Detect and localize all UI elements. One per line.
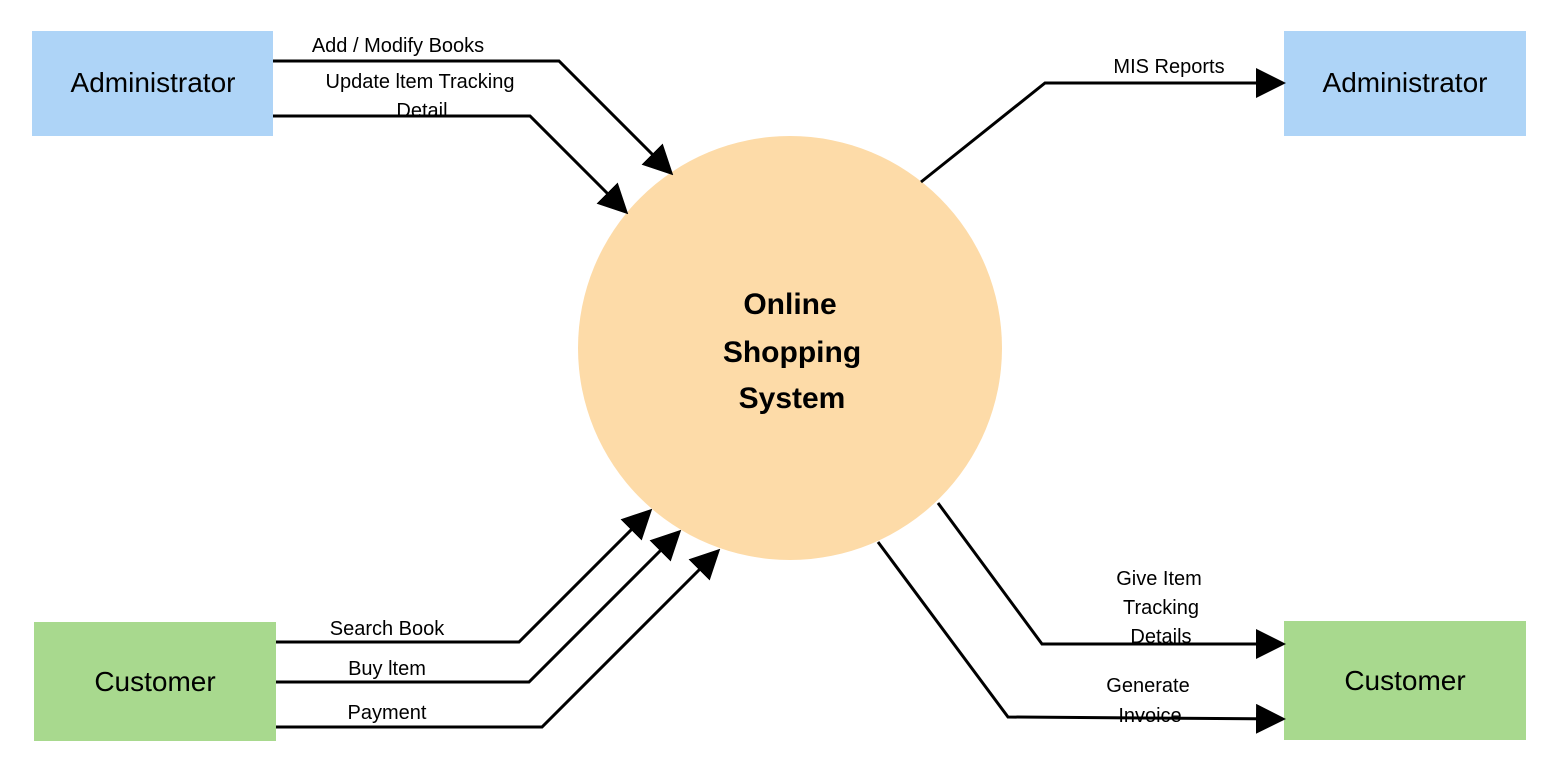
process-circle [578,136,1002,560]
flow-buy-item[interactable]: Buy ltem [276,529,682,684]
flow-generate-invoice[interactable]: Generate Invoice [876,541,1286,734]
process-label-line-3: System [739,382,846,415]
flow-label-line-2: Tracking [1123,597,1199,619]
flow-payment[interactable]: Payment [276,548,721,729]
entity-customer-source[interactable]: Customer [34,622,276,741]
entity-box [1284,31,1526,136]
entity-box [34,622,276,741]
flow-mis-reports[interactable]: MIS Reports [920,56,1286,184]
process-label-line-2: Shopping [723,336,861,369]
entity-box [32,31,273,136]
flow-label-line-1: Generate [1106,675,1189,697]
flow-label: MIS Reports [1113,56,1224,78]
flow-label-line-1: Update ltem Tracking [326,71,515,93]
flow-arrow [936,502,1286,659]
entity-label: Customer [1344,665,1465,696]
entity-label: Customer [94,666,215,697]
flow-arrow [276,548,721,729]
entity-label: Administrator [1323,67,1488,98]
flow-add-modify-books[interactable]: Add / Modify Books [273,35,674,176]
flow-arrow [273,114,629,215]
flow-label: Payment [348,702,427,724]
entity-administrator-source[interactable]: Administrator [32,31,273,136]
flow-label-line-3: Details [1130,626,1191,648]
process-label-line-1: Online [743,288,836,321]
flow-label: Buy ltem [348,658,426,680]
flow-arrow [276,529,682,684]
flow-update-item-tracking-detail[interactable]: Update ltem Tracking Detail [273,71,629,215]
flow-arrow [273,59,674,176]
flow-arrow [876,541,1286,734]
entity-customer-sink[interactable]: Customer [1284,621,1526,740]
flow-label-line-2: Invoice [1118,705,1181,727]
flow-arrow [920,68,1286,184]
process-online-shopping-system[interactable]: Online Shopping System [578,136,1002,560]
entity-label: Administrator [71,67,236,98]
flow-label-line-2: Detail [396,100,447,122]
flow-label-line-1: Give Item [1116,568,1202,590]
flow-label: Search Book [330,618,446,640]
flow-search-book[interactable]: Search Book [276,508,653,644]
entity-administrator-sink[interactable]: Administrator [1284,31,1526,136]
flow-label: Add / Modify Books [312,35,484,57]
flow-arrow [276,508,653,644]
flow-give-item-tracking-details[interactable]: Give Item Tracking Details [936,502,1286,659]
entity-box [1284,621,1526,740]
